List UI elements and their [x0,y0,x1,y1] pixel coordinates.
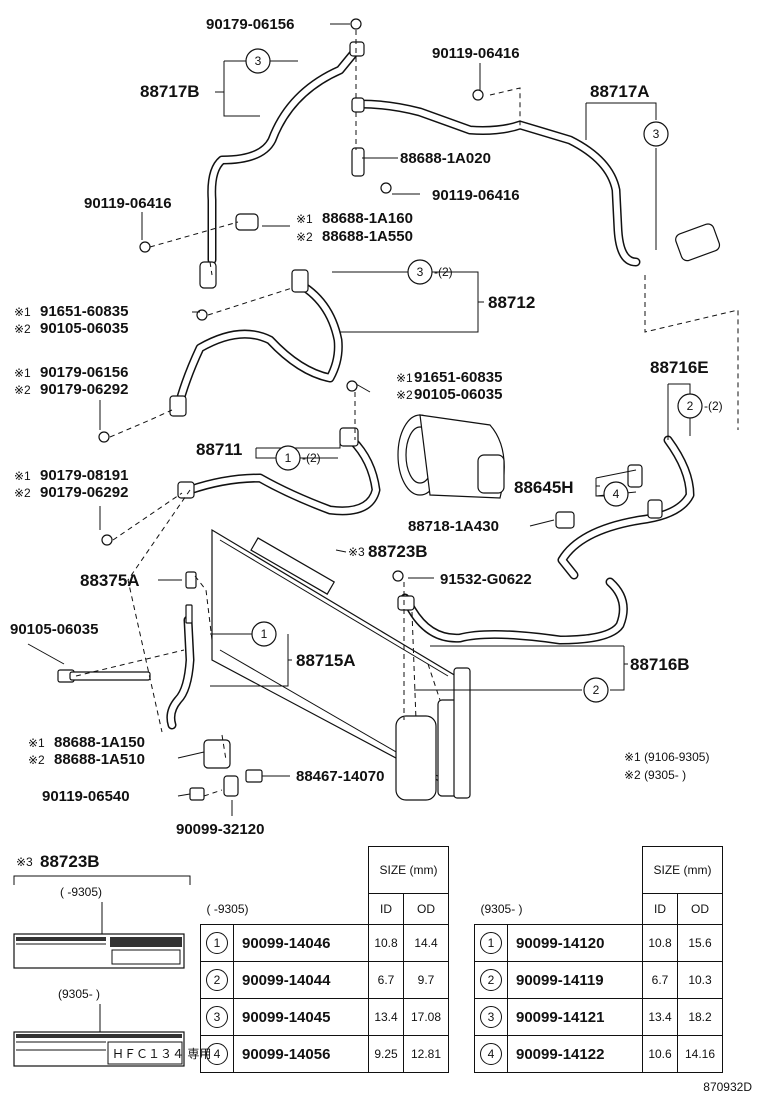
table-row: 3 90099-14045 13.4 17.08 [200,998,449,1036]
label-88723B: 88723B [368,542,428,561]
svg-text:※2: ※2 [14,486,31,500]
od-header: OD [677,893,723,925]
label-90099-32120: 90099-32120 [176,821,264,838]
id-header: ID [642,893,678,925]
table-row: 1 90099-14046 10.8 14.4 [200,924,449,962]
svg-text:3: 3 [653,127,660,141]
label-90119-06540: 90119-06540 [42,788,130,805]
legend-note-2: ※2 (9305- ) [624,768,686,782]
pipe-88715A [166,615,195,730]
sticker-text: ＨＦＣ１３４ 専用 [112,1047,211,1061]
table-row: 1 90099-14120 10.8 15.6 [474,924,723,962]
svg-text:-(2): -(2) [704,399,723,413]
svg-text:4: 4 [613,487,620,501]
svg-text:※2: ※2 [28,753,45,767]
svg-text:※2: ※2 [14,383,31,397]
svg-text:3: 3 [255,54,262,68]
label-88688-1A510: 88688-1A510 [54,751,145,768]
svg-text:2: 2 [687,399,694,413]
label-88711: 88711 [196,440,242,459]
label-88467-14070: 88467-14070 [296,768,384,785]
table-row: 2 90099-14044 6.7 9.7 [200,961,449,999]
legend-note-1: ※1 (9106-9305) [624,750,709,764]
svg-text:※3: ※3 [348,545,365,559]
table-row: 4 90099-14122 10.6 14.16 [474,1035,723,1073]
svg-text:※1: ※1 [14,469,31,483]
table-row: 2 90099-14119 6.7 10.3 [474,961,723,999]
label-90105-06035-b: 90105-06035 [414,386,502,403]
size-table-left: SIZE (mm) ( -9305) ID OD 1 90099-14046 1… [200,846,449,1073]
label-90105-06035-a: 90105-06035 [40,320,128,337]
pipe-88711 [185,435,381,516]
label-91532-G0622: 91532-G0622 [440,571,532,588]
label-88712: 88712 [488,293,535,312]
guide-lines [75,30,739,797]
svg-text:1: 1 [285,451,292,465]
svg-text:※1: ※1 [14,305,31,319]
svg-text:1: 1 [261,627,268,641]
label-90179-06156-b: 90179-06156 [40,364,128,381]
label-90179-06156-top: 90179-06156 [206,16,294,33]
pipe-88716B [400,577,628,645]
svg-text:※1: ※1 [28,736,45,750]
label-88375A: 88375A [80,571,140,590]
compressor [397,414,505,499]
range-header: (9305- ) [480,901,523,916]
label-88718-1A430: 88718-1A430 [408,518,499,535]
table-row: 4 90099-14056 9.25 12.81 [200,1035,449,1073]
label-90105-06035-c: 90105-06035 [10,621,98,638]
id-header: ID [368,893,404,925]
circle-callouts: 3 3 3 2 1 4 1 2 [245,48,703,703]
svg-text:※3: ※3 [16,855,33,869]
svg-text:※1: ※1 [396,371,413,385]
label-88688-1A020: 88688-1A020 [400,150,491,167]
label-88688-1A160: 88688-1A160 [322,210,413,227]
pipe-88717A [355,99,641,267]
pipe-88717B [207,43,363,265]
svg-text:88723B: 88723B [40,852,100,871]
svg-text:※2: ※2 [14,322,31,336]
label-88715A: 88715A [296,651,356,670]
pipe-88716E [557,435,695,580]
label-90119-06416-c: 90119-06416 [84,195,172,212]
label-88688-1A550: 88688-1A550 [322,228,413,245]
size-header: SIZE (mm) [368,846,449,894]
label-88716B: 88716B [630,655,690,674]
label-90179-08191: 90179-08191 [40,467,128,484]
table-row: 3 90099-14121 13.4 18.2 [474,998,723,1036]
svg-text:3: 3 [417,265,424,279]
svg-text:※2: ※2 [396,388,413,402]
part-labels: 90179-06156 88717B 90119-06416 88717A 88… [10,16,723,838]
label-90119-06416-b: 90119-06416 [432,187,520,204]
svg-text:2: 2 [593,683,600,697]
range-header: ( -9305) [206,901,249,916]
svg-text:※1: ※1 [14,366,31,380]
figure-id: 870932D [703,1080,752,1094]
label-88645H: 88645H [514,478,574,497]
od-header: OD [403,893,449,925]
pipe-88712 [173,277,343,413]
svg-text:-(2): -(2) [302,451,321,465]
label-90179-06292-a: 90179-06292 [40,381,128,398]
label-88716E: 88716E [650,358,709,377]
svg-text:( -9305): ( -9305) [60,885,102,899]
label-panel-88723B: ※3 88723B ( -9305) (9305- ) ＨＦＣ１３４ 専用 [13,852,211,1067]
svg-text:(9305- ): (9305- ) [58,987,100,1001]
label-90179-06292-b: 90179-06292 [40,484,128,501]
svg-text:※1: ※1 [296,212,313,226]
label-88688-1A150: 88688-1A150 [54,734,145,751]
label-88717A: 88717A [590,82,650,101]
label-88717B: 88717B [140,82,200,101]
leader-lines [27,23,691,816]
svg-text:※2: ※2 [296,230,313,244]
label-90119-06416-a: 90119-06416 [432,45,520,62]
label-91651-60835-b: 91651-60835 [414,369,502,386]
size-header: SIZE (mm) [642,846,723,894]
svg-text:-(2): -(2) [434,265,453,279]
label-91651-60835-a: 91651-60835 [40,303,128,320]
receiver-dryer [395,667,471,801]
size-table-right: SIZE (mm) (9305- ) ID OD 1 90099-14120 1… [474,846,723,1073]
fittings [57,18,721,801]
